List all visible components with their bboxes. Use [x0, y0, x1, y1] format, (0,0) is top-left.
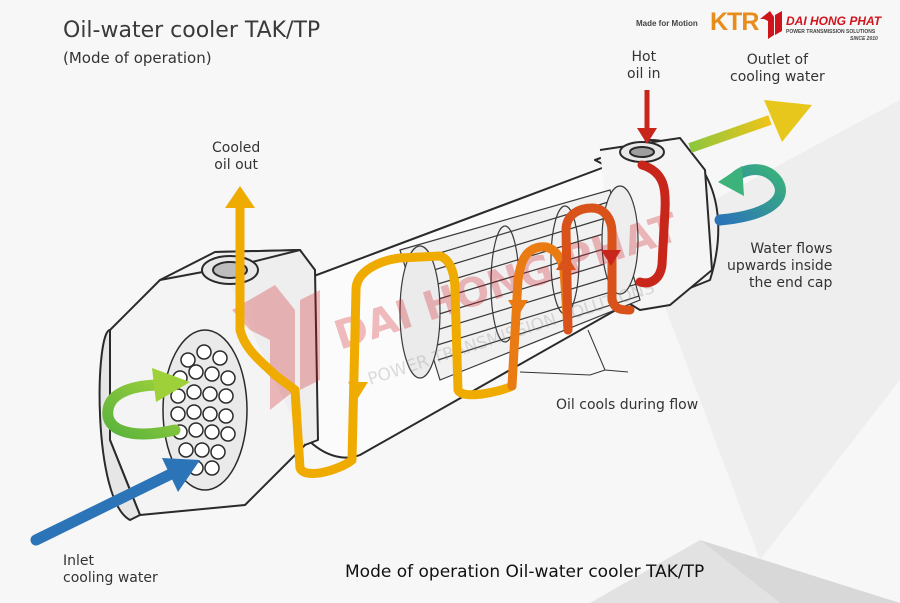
dai-hong-phat-logo-icon	[760, 11, 782, 39]
made-for-motion-text: Made for Motion	[636, 19, 698, 28]
cooled-oil-arrowhead	[225, 186, 255, 208]
label-hot-oil-in-line2: oil in	[627, 66, 661, 82]
label-inlet-line2: cooling water	[63, 570, 158, 586]
brand-header: Made for Motion KTR DAI HONG PHAT POWER …	[610, 8, 900, 48]
hot-oil-in-path	[635, 160, 670, 288]
oil-cools-pointers	[519, 329, 629, 376]
inlet-water-arrow	[30, 458, 200, 546]
label-water-flows-line2: upwards inside	[727, 258, 833, 274]
hot-oil-in-arrow	[637, 90, 657, 144]
figure-caption: Mode of operation Oil-water cooler TAK/T…	[345, 562, 705, 582]
ktr-logo: KTR	[710, 8, 759, 36]
label-cooled-oil-out-line1: Cooled	[212, 140, 261, 156]
label-water-flows-line1: Water flows	[750, 241, 833, 257]
label-outlet-line2: cooling water	[730, 69, 825, 85]
dhp-brand-tagline: POWER TRANSMISSION SOLUTIONS	[786, 29, 876, 35]
oil-up-arrowhead	[556, 254, 576, 270]
hot-oil-path	[561, 203, 635, 335]
label-oil-cools-during-flow: Oil cools during flow	[556, 397, 699, 413]
label-outlet-line1: Outlet of	[746, 52, 809, 68]
page-subtitle: (Mode of operation)	[63, 49, 212, 67]
oil-inlet-port	[619, 141, 665, 163]
label-cooled-oil-out: Cooled oil out	[212, 140, 260, 174]
label-hot-oil-in-line1: Hot	[631, 49, 657, 65]
dhp-brand-since: SINCE 2010	[850, 36, 878, 42]
page-title: Oil-water cooler TAK/TP	[63, 18, 321, 43]
label-outlet-cooling-water: Outlet of cooling water	[730, 52, 825, 86]
label-hot-oil-in: Hot oil in	[627, 49, 661, 83]
oil-down-arrowhead-3	[601, 250, 621, 266]
label-water-flows-upwards: Water flows upwards inside the end cap	[727, 241, 832, 292]
inlet-loop-arrow	[102, 368, 190, 440]
outlet-water-arrow	[688, 100, 812, 153]
oil-down-arrowhead-1	[348, 382, 368, 398]
oil-flow-path	[225, 160, 670, 478]
label-inlet-cooling-water: Inlet cooling water	[63, 553, 158, 587]
label-water-flows-line3: the end cap	[748, 275, 833, 291]
tube-bundle-face	[162, 329, 248, 491]
dhp-brand-name: DAI HONG PHAT	[786, 14, 882, 28]
label-inlet-line1: Inlet	[63, 553, 94, 569]
oil-down-arrowhead-2	[508, 300, 528, 316]
water-return-arrow	[714, 164, 786, 226]
cooled-oil-out-arrow	[235, 200, 517, 478]
oil-outlet-port	[201, 255, 259, 285]
label-cooled-oil-out-line2: oil out	[214, 157, 259, 173]
